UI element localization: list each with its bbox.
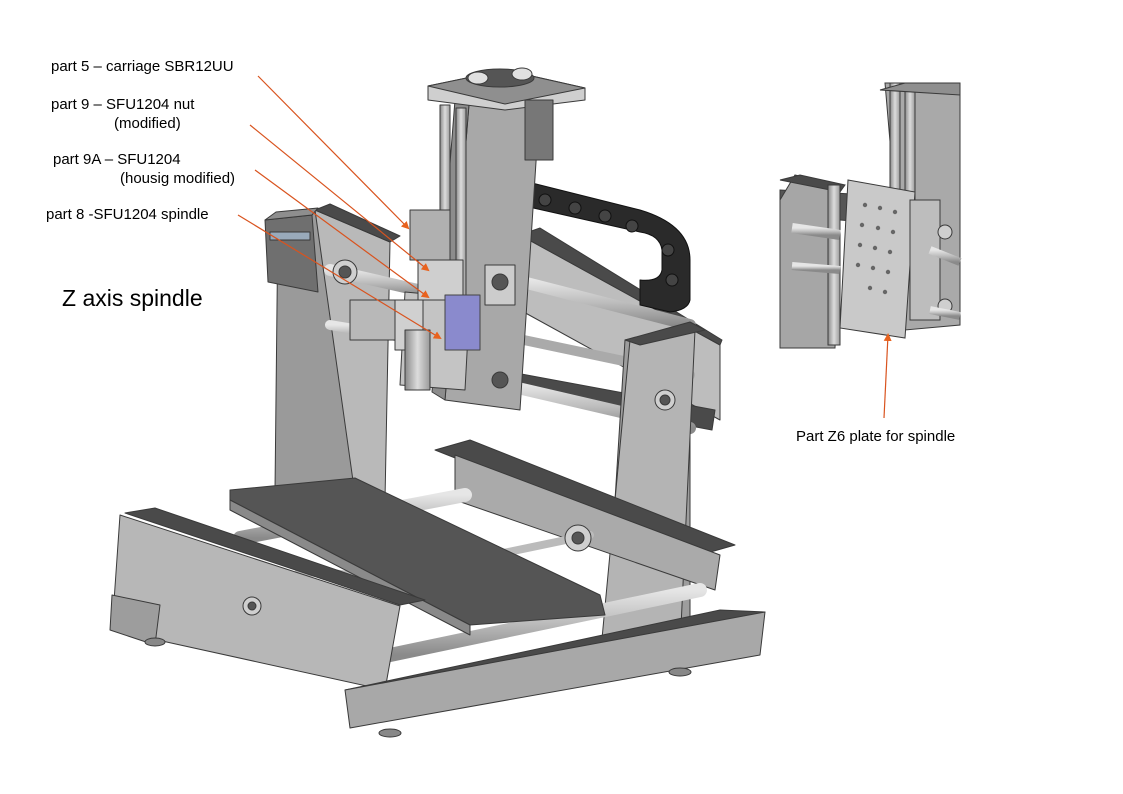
part-z6-plate <box>840 180 915 338</box>
leader-part9 <box>249 124 430 272</box>
callout-part8-text: part 8 -SFU1204 spindle <box>46 206 209 223</box>
base-left-beam-top <box>124 507 426 606</box>
callout-part9: part 9 – SFU1204 nut (modified) <box>51 95 194 133</box>
z-spindle <box>404 329 431 391</box>
y-rod-upper <box>509 274 696 331</box>
left-upright-top <box>314 203 401 243</box>
callout-part5-text: part 5 – carriage SBR12UU <box>51 58 234 75</box>
z-motor <box>524 99 554 161</box>
machine-frame <box>109 67 766 738</box>
base-right-beam-face <box>344 611 766 729</box>
inset-label: Part Z6 plate for spindle <box>796 428 956 445</box>
callout-part9a-subtext: (housig modified) <box>120 170 236 187</box>
leader-part9a <box>254 169 430 299</box>
cable-chain <box>519 179 691 313</box>
inset-detail <box>779 83 961 348</box>
callout-part9a: part 9A – SFU1204 (housig modified) <box>53 150 235 188</box>
leader-part8 <box>237 214 442 340</box>
leader-lines <box>237 75 892 419</box>
leader-part-z6 <box>883 333 892 419</box>
diagram-title: Z axis spindle <box>62 285 203 311</box>
x-motor <box>264 214 319 293</box>
callout-part9-subtext: (modified) <box>114 115 181 132</box>
part-z6-holes <box>856 203 897 294</box>
callout-part9-text: part 9 – SFU1204 nut <box>51 96 195 113</box>
callout-part9a-text: part 9A – SFU1204 <box>53 151 181 168</box>
z-carriage-block-upper <box>409 209 451 261</box>
callout-part8: part 8 -SFU1204 spindle <box>46 205 209 224</box>
callout-part5: part 5 – carriage SBR12UU <box>51 57 234 76</box>
leader-part5 <box>257 75 410 230</box>
